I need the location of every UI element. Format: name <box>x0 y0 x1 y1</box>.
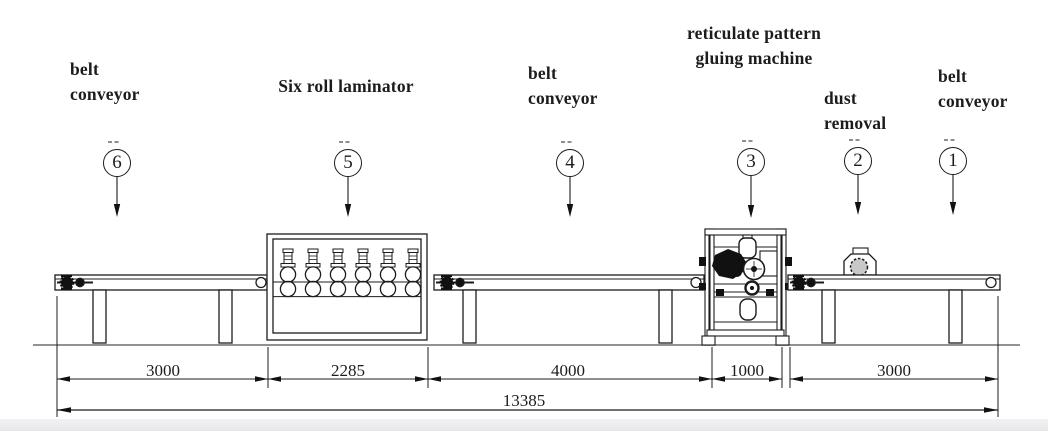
balloon-number-1: 1 <box>939 147 967 175</box>
machine-post <box>709 228 715 346</box>
conveyor-leg <box>948 289 963 344</box>
dimension-value-3000-right: 3000 <box>877 361 911 380</box>
gear-cluster-icon <box>732 267 742 277</box>
belt-conveyor-4-drawing <box>433 274 705 344</box>
balloon-number-6: 6 <box>103 149 131 177</box>
dimension-value-2285: 2285 <box>331 361 365 380</box>
machine-label-six-roll-laminator: Six roll laminator <box>278 76 414 96</box>
balloon-digit: 2 <box>853 150 863 171</box>
balloon-digit: 4 <box>565 152 575 173</box>
bottom-cylinder <box>739 298 757 321</box>
end-roller <box>255 276 267 289</box>
machine-post <box>776 228 782 346</box>
dust-removal-drawing <box>843 247 877 277</box>
conveyor-leg <box>218 289 233 344</box>
conveyor-leg <box>821 289 836 344</box>
page-edge-shading <box>0 419 1048 431</box>
balloon-digit: 3 <box>746 151 756 172</box>
dimension-value-total-13385: 13385 <box>502 391 546 410</box>
drive-motor-icon <box>436 274 474 291</box>
conveyor-leg <box>462 289 477 344</box>
machine-foot <box>701 335 716 346</box>
balloon-digit: 6 <box>112 152 122 173</box>
gluing-machine-drawing <box>699 228 792 346</box>
machine-label-dust-removal: dust removal <box>824 88 887 133</box>
balloon-number-3: 3 <box>737 148 765 176</box>
top-beam <box>704 228 787 236</box>
dimension-lines <box>56 296 999 417</box>
dimension-value-4000: 4000 <box>551 361 585 380</box>
end-roller <box>690 276 702 289</box>
balloon-digit: 5 <box>343 152 353 173</box>
belt-conveyor-6-drawing <box>54 274 271 344</box>
machine-label-gluing-machine: reticulate pattern gluing machine <box>687 23 821 68</box>
belt-conveyor-1-drawing <box>787 247 1001 344</box>
drive-motor-icon <box>790 274 824 291</box>
belt-body <box>433 274 705 291</box>
machine-label-belt-conveyor-1: belt conveyor <box>938 66 1008 111</box>
top-motor-icon <box>738 237 757 259</box>
six-roll-laminator-drawing <box>266 233 428 341</box>
bottom-beam <box>706 329 785 337</box>
press-roll-units <box>279 248 422 298</box>
balloon-number-4: 4 <box>556 149 584 177</box>
dimension-value-3000-left: 3000 <box>146 361 180 380</box>
machine-foot <box>775 335 790 346</box>
machine-label-belt-conveyor-6: belt conveyor <box>70 59 140 104</box>
drive-motor-icon <box>57 274 93 291</box>
dimension-value-1000: 1000 <box>730 361 764 380</box>
balloon-number-2: 2 <box>844 147 872 175</box>
balloon-digit: 1 <box>948 150 958 171</box>
blower-wheel-icon <box>849 257 869 277</box>
dimension-arrowheads <box>57 376 998 382</box>
machine-label-belt-conveyor-4: belt conveyor <box>528 63 598 108</box>
conveyor-leg <box>92 289 107 344</box>
conveyor-leg <box>658 289 673 344</box>
balloon-leader-arrows <box>108 139 957 218</box>
end-roller <box>985 276 997 289</box>
balloon-number-5: 5 <box>334 149 362 177</box>
